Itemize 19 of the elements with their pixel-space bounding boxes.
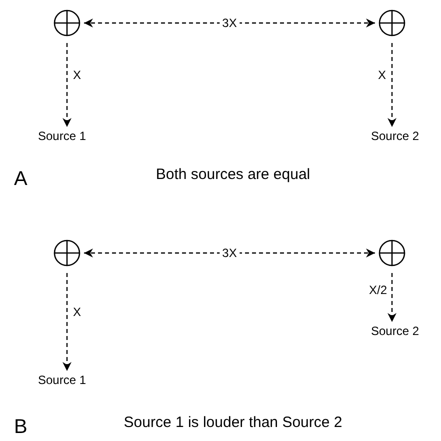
- edge-label: 3X: [219, 16, 240, 30]
- edge-label: X: [70, 68, 84, 82]
- panel-letter: A: [14, 168, 28, 191]
- source-label: Source 2: [370, 129, 420, 143]
- dashed-arrow: [62, 43, 72, 127]
- dashed-arrow: [84, 248, 375, 258]
- panel-caption: Source 1 is louder than Source 2: [124, 414, 342, 431]
- dashed-arrow: [84, 18, 375, 28]
- panel-caption: Both sources are equal: [156, 166, 310, 183]
- edge-label: 3X: [219, 246, 240, 260]
- dashed-arrow: [62, 273, 72, 371]
- source-label: Source 2: [370, 324, 420, 338]
- edge-label: X: [70, 305, 84, 319]
- dashed-arrow: [388, 43, 396, 127]
- source-label: Source 1: [38, 373, 86, 387]
- dashed-arrow: [388, 273, 396, 322]
- edge-label: X: [375, 68, 389, 82]
- panel-letter: B: [14, 416, 28, 439]
- source-label: Source 1: [38, 129, 86, 143]
